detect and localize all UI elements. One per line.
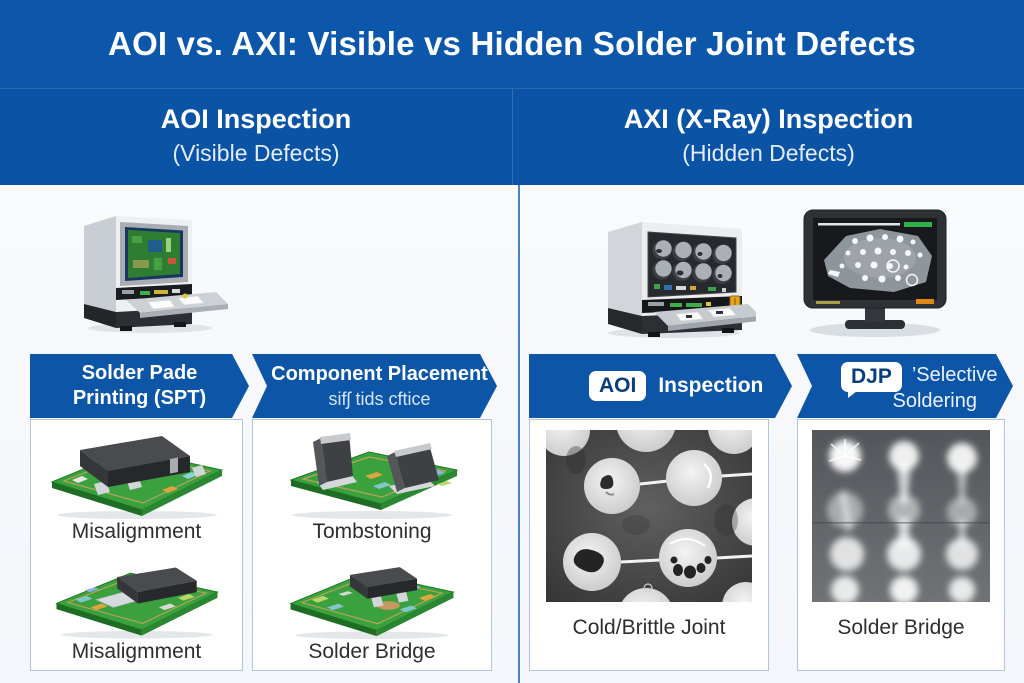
step-line2: Printing (SPT) (72, 387, 207, 409)
column-header-axi: AXI (X-Ray) Inspection (Hidden Defects) (512, 89, 1024, 185)
defect-caption: Cold/Brittle Joint (572, 616, 726, 639)
aoi-machine-image (84, 216, 228, 333)
step-line1: ’Selective (911, 364, 998, 386)
step-line2: sifʃ tids cftice (328, 389, 431, 409)
defect-panel-visible-2: Tombstoning Solder (252, 419, 492, 671)
process-step-aoi-inspection: AOI Inspection (529, 354, 792, 418)
xray-solder-bridge-image (812, 430, 990, 604)
process-step-component-placement: Component Placement sifʃ tids cftice (252, 354, 497, 418)
defect-caption: Misaligmment (71, 640, 202, 663)
xray-cold-joint-image (538, 392, 780, 644)
djp-badge: DJP (841, 362, 902, 398)
tombstoning-image (289, 433, 459, 519)
process-step-selective-soldering: DJP ’Selective Soldering (797, 354, 1013, 418)
defect-panel-hidden-2: Solder Bridge (797, 419, 1005, 671)
defect-panel-visible-1: Misaligmment Misaligmment (30, 419, 243, 671)
defect-panel-hidden-1: Cold/Brittle Joint (529, 392, 780, 671)
tombstoning-figure (272, 424, 472, 520)
xray-solder-bridge-figure (812, 430, 990, 604)
step-line1: Solder Pade (81, 362, 198, 384)
misalignment-figure-1 (42, 424, 232, 520)
axi-subheading: (Hidden Defects) (682, 140, 855, 166)
column-header-aoi: AOI Inspection (Visible Defects) (0, 89, 512, 185)
misalignment-image-1 (50, 436, 223, 519)
page-title: AOI vs. AXI: Visible vs Hidden Solder Jo… (108, 25, 916, 62)
step-line1: Component Placement (271, 363, 488, 385)
aoi-machine-illustration (70, 200, 240, 340)
axi-machine-image (608, 222, 760, 338)
xray-monitor-illustration (800, 208, 950, 345)
column-divider-line (518, 185, 520, 683)
process-step-solder-paste: Solder Pade Printing (SPT) (30, 354, 249, 418)
xray-cold-joint-figure (538, 392, 780, 644)
axi-machine-illustration (596, 206, 760, 346)
aoi-badge: AOI (589, 371, 647, 401)
solder-bridge-image (289, 567, 455, 640)
misalignment-figure-2 (47, 548, 227, 640)
defect-caption: Misaligmment (71, 520, 202, 543)
misalignment-image-2 (54, 567, 219, 639)
xray-monitor-image (803, 209, 947, 337)
title-banner: AOI vs. AXI: Visible vs Hidden Solder Jo… (0, 0, 1024, 88)
solder-bridge-figure (277, 548, 467, 640)
step-label: Inspection (658, 374, 764, 397)
step-line2: Soldering (892, 390, 977, 412)
column-headers: AOI Inspection (Visible Defects) AXI (X-… (0, 88, 1024, 185)
aoi-subheading: (Visible Defects) (172, 140, 340, 166)
defect-caption: Solder Bridge (837, 616, 965, 639)
axi-heading: AXI (X-Ray) Inspection (623, 104, 914, 134)
defect-caption: Tombstoning (312, 520, 432, 543)
defect-caption: Solder Bridge (308, 640, 436, 663)
aoi-heading: AOI Inspection (160, 104, 352, 134)
